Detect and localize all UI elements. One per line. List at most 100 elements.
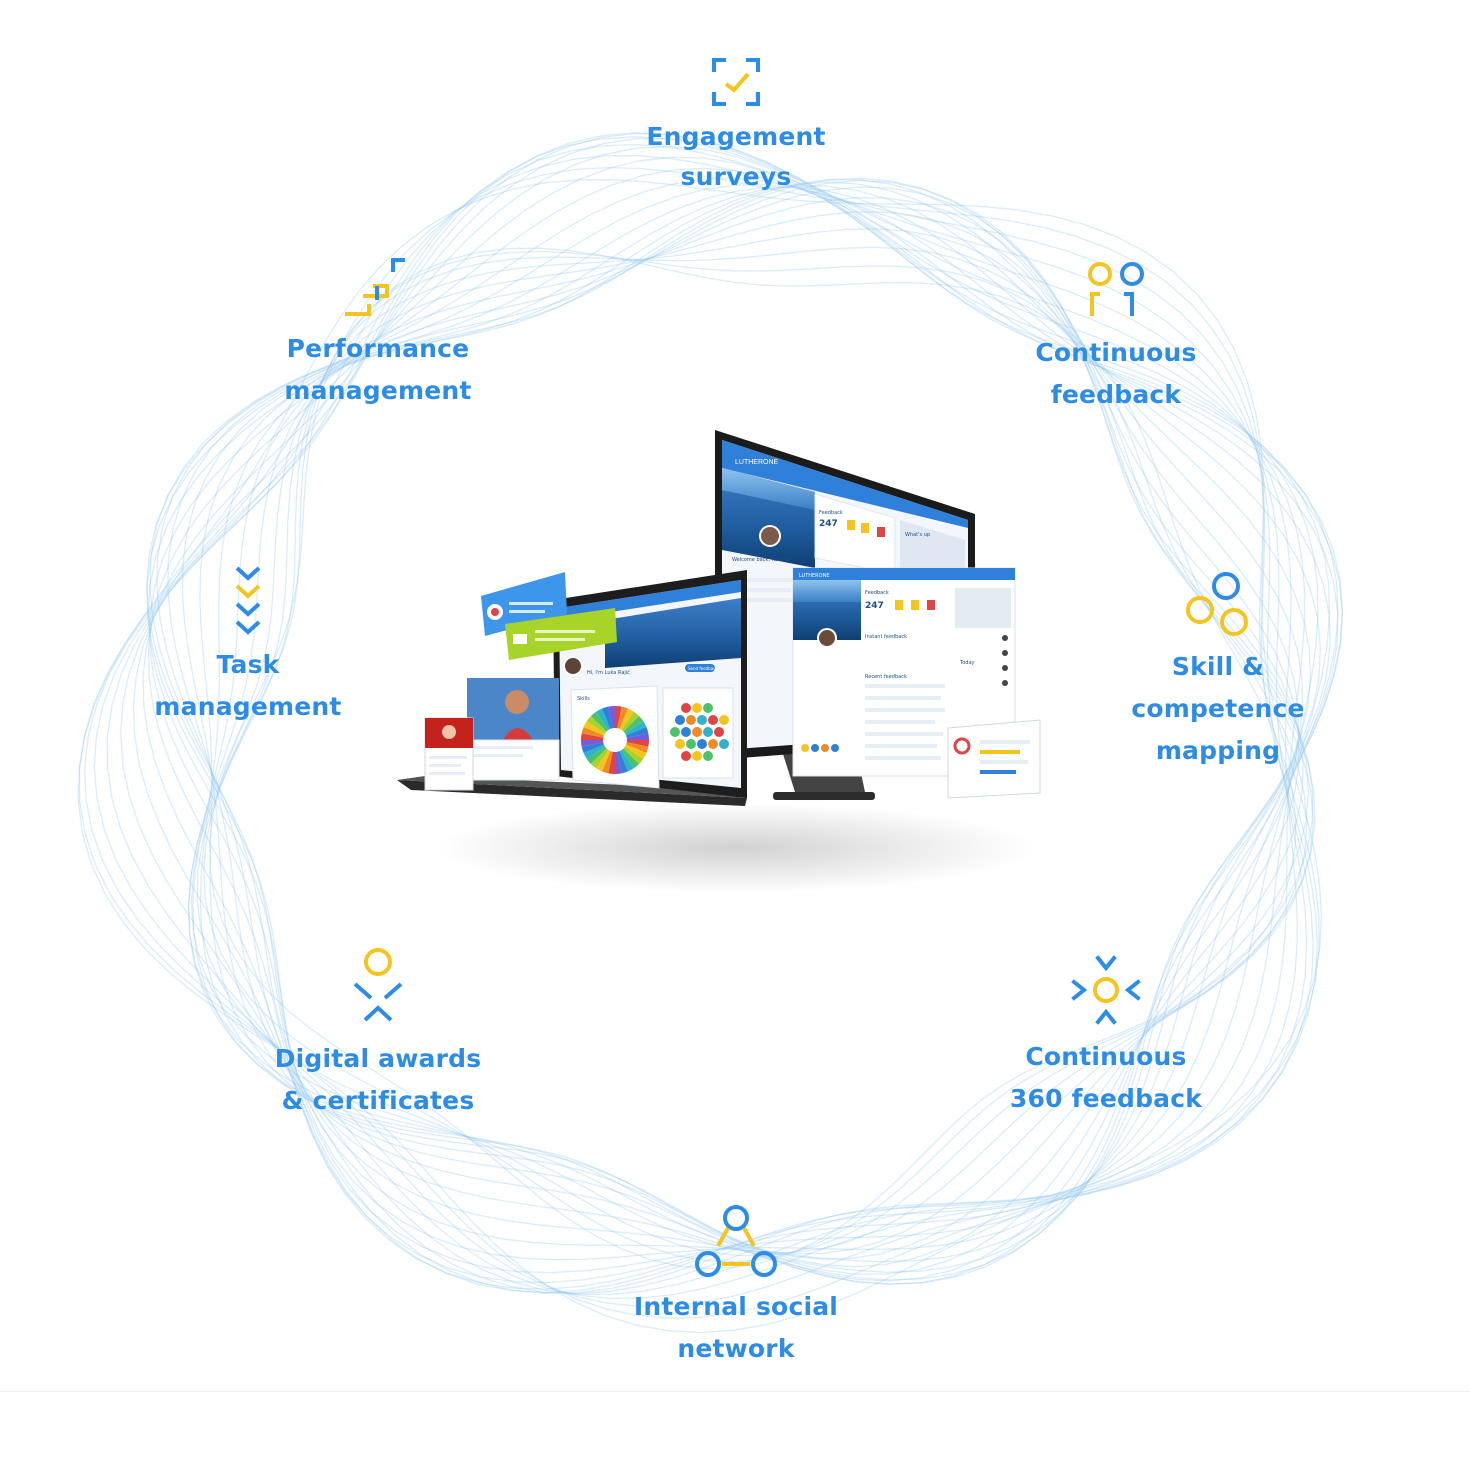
monitor-whats-up: What's up (905, 532, 930, 538)
donut-segment (590, 748, 609, 769)
donut-segment (617, 751, 629, 774)
donut-segment (581, 733, 604, 740)
feature-label-line: surveys (680, 162, 792, 191)
bubble-dot (692, 751, 702, 761)
bubble-dot (719, 739, 729, 749)
donut-segment (615, 706, 622, 729)
laptop-profile-name: Hi, I'm Luka Rajić (587, 669, 630, 676)
feature-engagement-surveys[interactable]: Engagement surveys (606, 56, 866, 198)
monitor-feedback-count: 247 (819, 519, 838, 529)
monitor-welcome-text: Welcome back, Rosana! (732, 557, 792, 563)
performance-steps-icon (345, 258, 405, 316)
donut-segment (626, 733, 649, 740)
feature-performance-management[interactable]: Performance management (248, 256, 508, 412)
donut-segment (624, 721, 647, 736)
chevron-stack-icon (235, 566, 261, 635)
feature-label-line: Performance (286, 334, 470, 363)
small-phone-card (424, 717, 474, 791)
feature-label-line: management (284, 376, 472, 405)
donut-segment (601, 706, 613, 729)
bubble-dot (692, 703, 702, 713)
feature-label-line: & certificates (281, 1086, 475, 1115)
monitor-brand-text: LUTHERONE (735, 459, 779, 466)
tablet-screen: LUTHERONE Feedback 247 Instant feedback … (792, 567, 1016, 777)
donut-segment (596, 708, 611, 731)
feature-label-line: mapping (1155, 736, 1281, 765)
bubble-dot (692, 727, 702, 737)
floating-notifications (481, 572, 617, 660)
donut-segment (586, 746, 607, 765)
donut-segment (581, 742, 604, 754)
network-triangle-icon (695, 1205, 777, 1277)
footer-divider (0, 1391, 1470, 1392)
donut-segment (626, 740, 649, 747)
bubble-dot (703, 751, 713, 761)
phone-screen (947, 719, 1041, 799)
bubble-dot (675, 715, 685, 725)
bubble-dot (703, 703, 713, 713)
feature-label-line: competence (1131, 694, 1305, 723)
feature-label-line: 360 feedback (1009, 1084, 1203, 1113)
monitor-feedback-title: Feedback (819, 510, 843, 516)
bubble-dot (670, 727, 680, 737)
bubble-dot (697, 739, 707, 749)
donut-chart-card: Skills (570, 685, 660, 789)
donut-segment (619, 749, 634, 772)
donut-segment (608, 751, 615, 774)
donut-segment (581, 726, 604, 738)
tablet-brand-text: LUTHERONE (799, 573, 829, 579)
bubble-dot (697, 715, 707, 725)
award-star-icon (353, 948, 403, 1022)
bubble-dot (708, 739, 718, 749)
donut-segment (590, 711, 609, 732)
donut-segment (615, 751, 622, 774)
donut-segment (581, 740, 604, 747)
feature-continuous-360-feedback[interactable]: Continuous 360 feedback (976, 952, 1236, 1120)
donut-segment (626, 742, 649, 754)
bubble-dot (681, 751, 691, 761)
donut-segment (626, 726, 649, 738)
donut-segment (623, 715, 644, 734)
feature-label-line: network (677, 1334, 795, 1363)
donut-segment (623, 746, 644, 765)
bubble-dot (686, 739, 696, 749)
tablet-instant-feedback: Instant feedback (865, 634, 907, 640)
bubble-dot (719, 715, 729, 725)
product-devices-mockup: LUTHERONE Feedback 247 What's up Welcome… (397, 430, 1041, 893)
tablet-feedback-title: Feedback (865, 590, 889, 596)
feature-label-line: Task (216, 650, 280, 679)
feature-label-line: Skill & (1171, 652, 1265, 681)
feature-label-line: Continuous (1025, 1042, 1187, 1071)
feature-continuous-feedback[interactable]: Continuous feedback (986, 260, 1246, 416)
feature-task-management[interactable]: Task management (118, 562, 378, 728)
laptop-send-feedback-button: Send feedback (688, 666, 718, 671)
donut-card-title: Skills (577, 696, 590, 702)
donut-segment (621, 748, 640, 769)
donut-segment (617, 706, 629, 729)
feature-label-line: Continuous (1035, 338, 1197, 367)
feature-label-line: Internal social (633, 1292, 839, 1321)
two-people-icon (1088, 262, 1144, 316)
donut-segment (624, 744, 647, 759)
donut-segment (601, 751, 613, 774)
bubble-dot (681, 727, 691, 737)
tablet-today: Today (959, 660, 975, 666)
feature-internal-social-network[interactable]: Internal social network (606, 1204, 866, 1370)
feature-digital-awards-certificates[interactable]: Digital awards & certificates (248, 946, 508, 1122)
sunburst-icon (1071, 955, 1141, 1025)
donut-segment (586, 715, 607, 734)
feature-label-line: Engagement (646, 122, 826, 151)
tablet-recent-feedback: Recent feedback (865, 674, 907, 680)
feature-label-line: Digital awards (274, 1044, 482, 1073)
bubble-dot (675, 739, 685, 749)
bubble-dot (686, 715, 696, 725)
feature-label-line: management (154, 692, 342, 721)
feature-skill-competence-mapping[interactable]: Skill & competence mapping (1088, 572, 1348, 772)
photo-card (466, 678, 560, 781)
donut-segment (583, 721, 606, 736)
bubble-dot (708, 715, 718, 725)
survey-checkbox-icon (712, 58, 760, 106)
bubble-dot (714, 727, 724, 737)
donut-segment (619, 708, 634, 731)
